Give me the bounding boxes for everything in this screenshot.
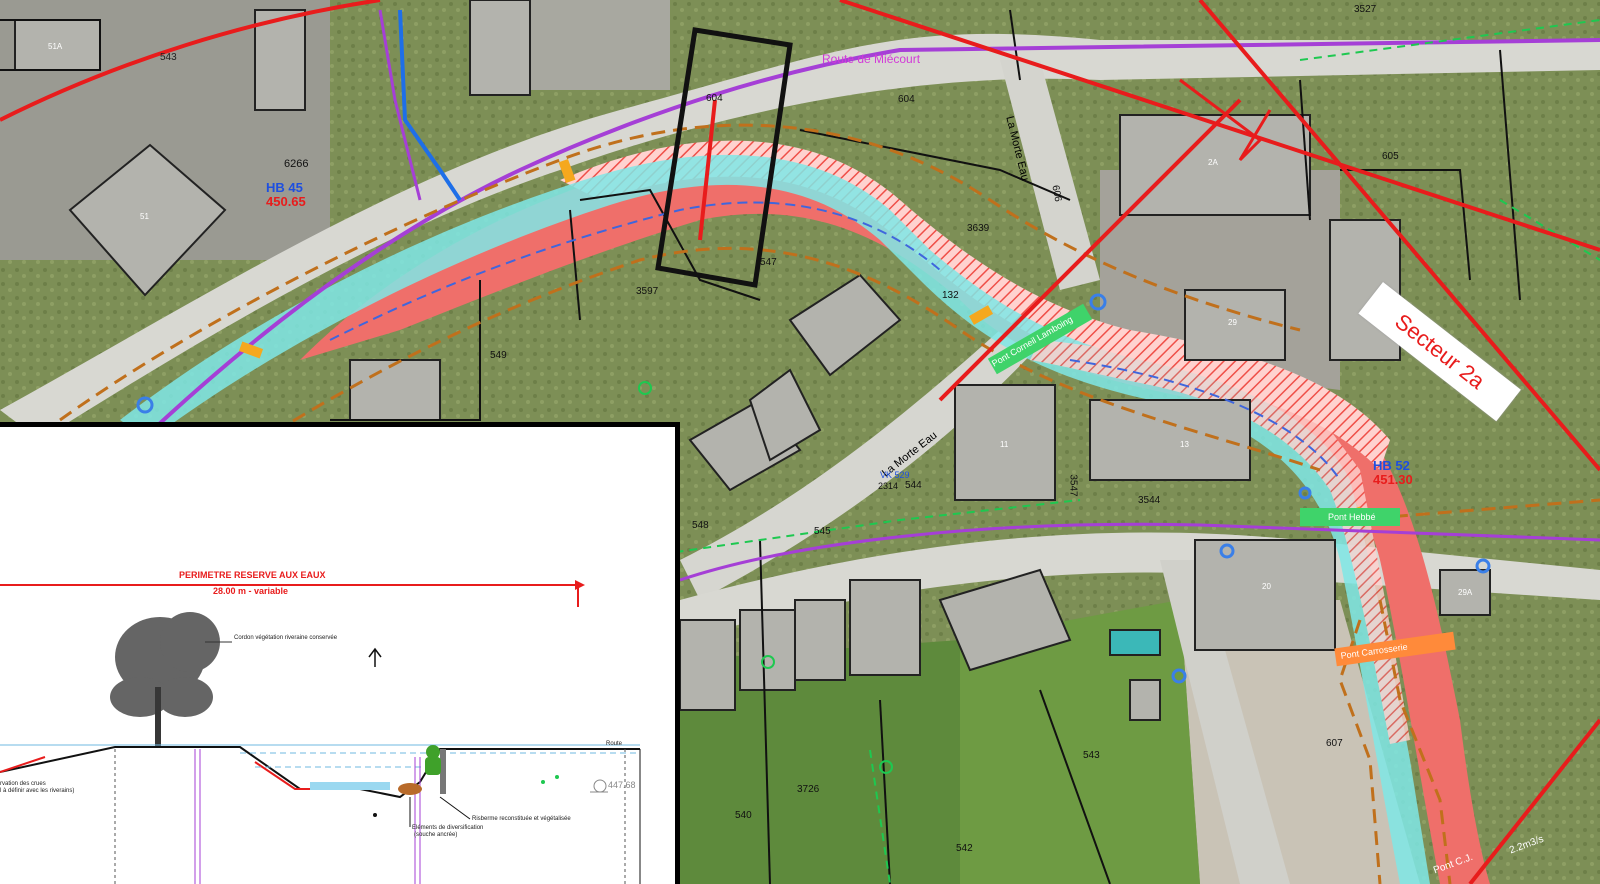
blue-dashed-lines: [329, 201, 1341, 481]
building-10: [679, 619, 736, 711]
dimension-arrow: [575, 580, 585, 590]
annotation-vegetation: Cordon végétation riveraine conservée: [234, 635, 338, 641]
cross-section-inset: PERIMETRE RESERVE AUX EAUX 28.00 m - var…: [0, 422, 680, 884]
purple-utility-line: [78, 38, 1600, 502]
building-18: [938, 568, 1072, 672]
building-garage: [1129, 679, 1161, 721]
annotation-left-2: l à définir avec les riverains): [0, 788, 75, 794]
building-top-mid: [469, 0, 531, 96]
building-51a: [14, 19, 101, 71]
route-label: Route: [606, 741, 623, 747]
annotation-risberme: Risberme reconstituée et végétalisée: [472, 816, 571, 822]
parcel-lines: [0, 9, 1521, 884]
buildings: [14, 0, 1491, 721]
building-13: [1089, 399, 1251, 481]
building-2a: [1119, 114, 1311, 216]
green-markers: [638, 381, 893, 774]
perimeter-width: 28.00 m - variable: [213, 586, 289, 596]
garden-bottom: [960, 600, 1200, 884]
cross-section-drawing: [0, 580, 641, 884]
building-1-top: [254, 9, 306, 111]
road-right: [1160, 560, 1290, 884]
road-la-morte-eau: [1000, 60, 1100, 290]
pool: [1109, 629, 1161, 656]
ground-profile-red: [0, 756, 360, 790]
building-51: [68, 143, 227, 297]
road-route-de-miecourt: [0, 33, 1600, 440]
building-14: [794, 599, 846, 681]
building-11: [954, 384, 1056, 501]
diversification-stump: [398, 783, 422, 795]
road-la-morte-eau-lower: [680, 330, 1040, 600]
building-shed: [349, 359, 441, 421]
water-surface: [310, 782, 390, 790]
green-dashed-lines: [619, 19, 1600, 884]
elevation-label: 447.68: [608, 780, 636, 790]
elevation-marker-icon: [593, 779, 607, 793]
building-29: [1184, 289, 1286, 361]
river-hatch-lower: [1030, 340, 1410, 744]
building-9: [748, 368, 822, 462]
tree-illustration: [110, 612, 220, 747]
purple-utility-line-2: [679, 522, 1600, 582]
annotation-left-1: rvation des crues: [0, 781, 46, 787]
manholes: [136, 293, 1491, 684]
bank-vegetation: [425, 745, 441, 775]
blue-line: [398, 9, 462, 202]
building-1-mid: [788, 273, 902, 377]
building-12: [739, 609, 796, 691]
building-16: [849, 579, 921, 676]
purple-branch: [378, 9, 422, 201]
building-29a: [1439, 569, 1491, 616]
perimeter-title: PERIMETRE RESERVE AUX EAUX: [175, 570, 330, 580]
north-arrow-icon: [368, 647, 382, 667]
garden-left: [680, 640, 960, 884]
building-20: [1194, 539, 1336, 651]
annotation-souche: (souche ancrée): [414, 832, 458, 838]
section-arrow: [1179, 78, 1272, 162]
bridge-label-strips: [987, 303, 1456, 667]
annotation-elements: Eléments de diversification: [412, 825, 484, 831]
section-box: [655, 27, 793, 288]
